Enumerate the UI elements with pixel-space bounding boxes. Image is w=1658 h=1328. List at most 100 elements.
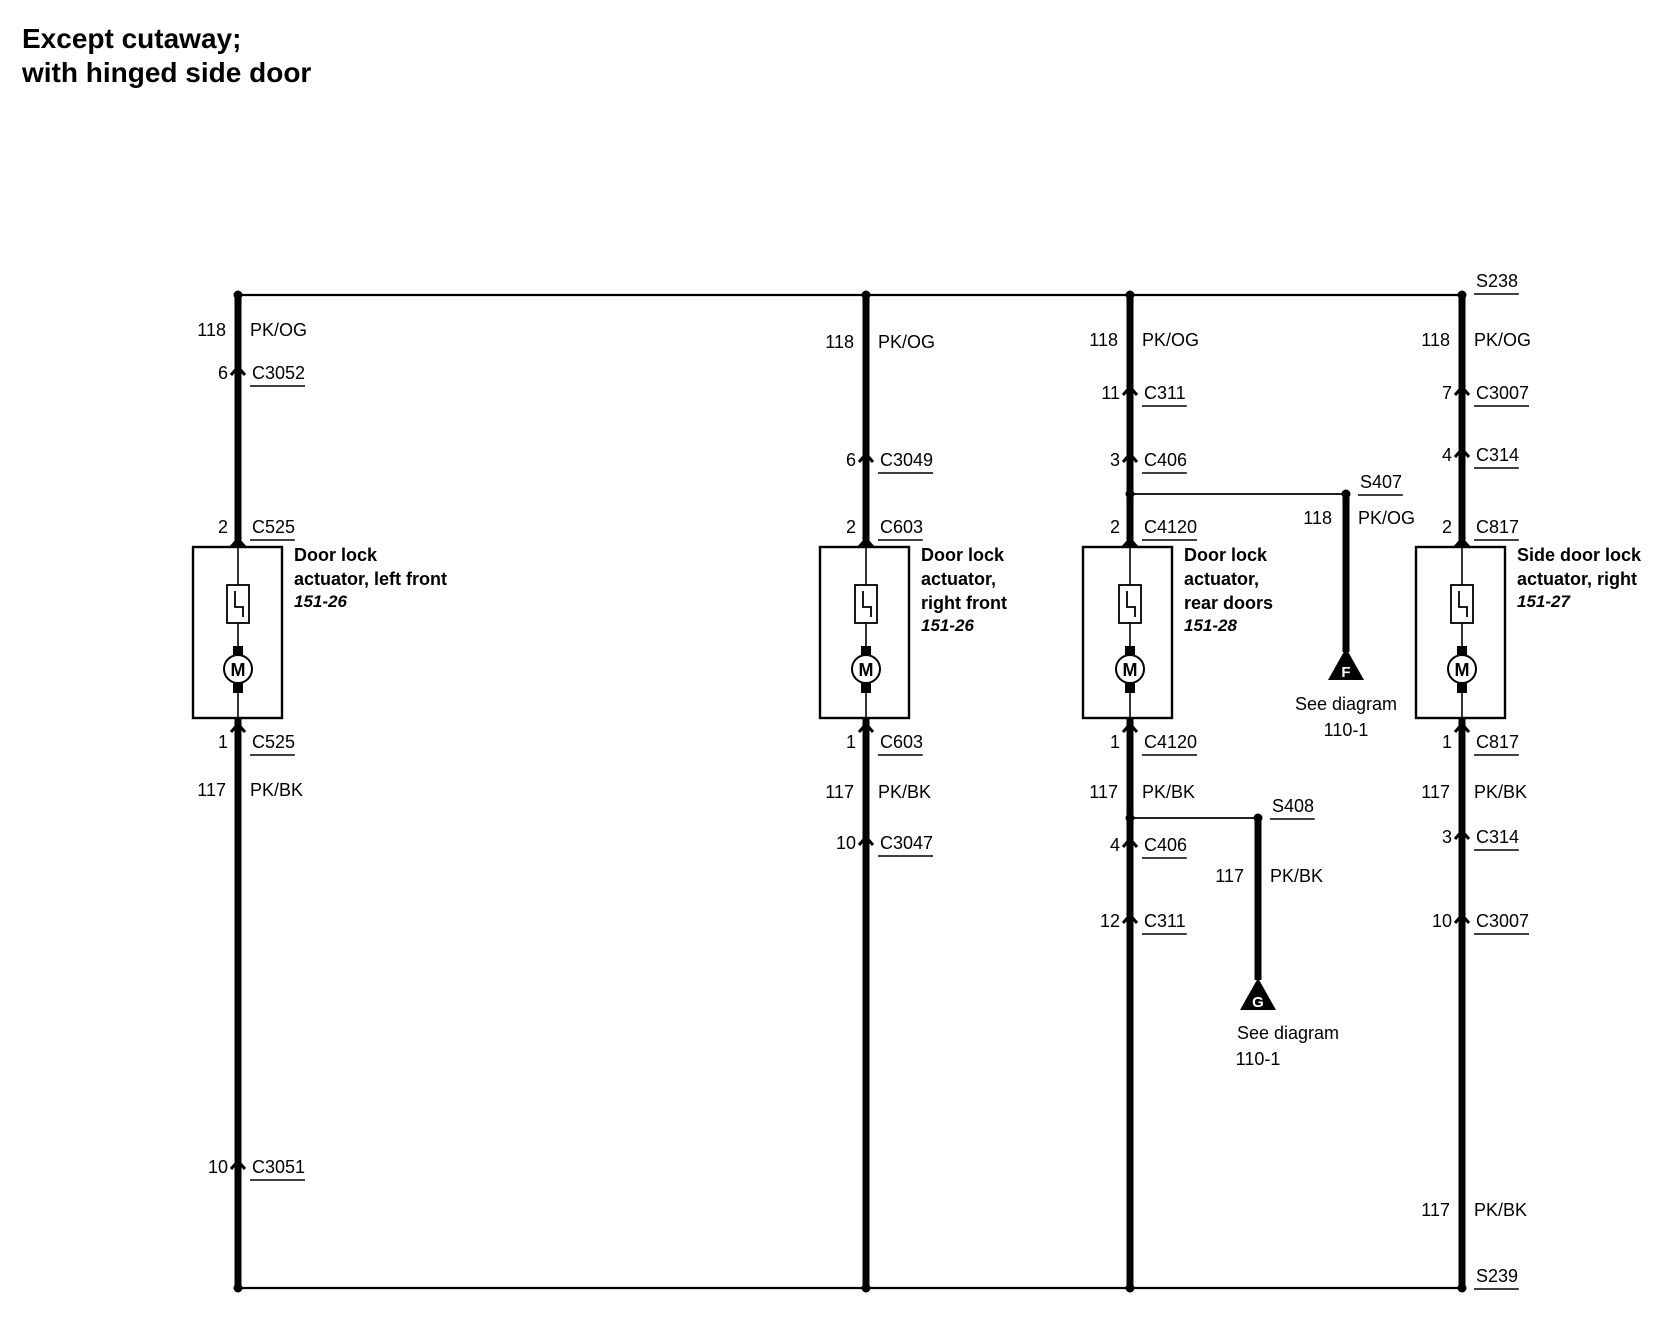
- branch-3-top-connector-mark: [1121, 384, 1139, 396]
- ref-g-diagram: 110-1: [1236, 1049, 1281, 1069]
- branch-4-top-1-pin: 7: [1442, 383, 1452, 403]
- branch-3-actuator-label-line: actuator,: [1184, 569, 1259, 589]
- branch-3-actuator-top-connector-mark: [1121, 536, 1139, 548]
- branch-3-bottom-connector-mark: [1121, 912, 1139, 924]
- s407-junction-dot: [1125, 489, 1135, 499]
- ref-f-triangle-icon: [1328, 648, 1364, 680]
- ref-g-triangle-icon: [1240, 978, 1276, 1010]
- branch-2-top-1-pin: 6: [846, 450, 856, 470]
- s407-circuit-118: 118: [1303, 508, 1332, 528]
- branch-1-motor-letter: M: [231, 660, 246, 680]
- bottom-splice-dot: [233, 1283, 243, 1293]
- branch-3-bottom-2-pin: 12: [1100, 911, 1120, 931]
- branch-3-top-connector-mark: [1121, 451, 1139, 463]
- branch-4-top-2-connector: C314: [1476, 445, 1519, 465]
- branch-2-circuit-117: 117: [825, 782, 854, 802]
- branch-4-actuator-label-line: actuator, right: [1517, 569, 1637, 589]
- branch-2-actuator-top-connector: C603: [880, 517, 923, 537]
- branch-4-top-2-pin: 4: [1442, 445, 1452, 465]
- branch-2-actuator-label-line: actuator,: [921, 569, 996, 589]
- branch-3-motor-brush-top: [1125, 646, 1135, 656]
- branch-1-actuator-ref: 151-26: [294, 592, 347, 611]
- branch-2-switch-symbol: [854, 584, 878, 624]
- branch-1-color-pkog: PK/OG: [250, 320, 307, 340]
- bottom-splice-dot: [1457, 1283, 1467, 1293]
- branch-2-actuator-top-connector-mark: [857, 536, 875, 548]
- branch-3-actuator-top-connector: C4120: [1144, 517, 1197, 537]
- branch-4-top-connector-mark: [1453, 446, 1471, 458]
- branch-4-circuit-117: 117: [1421, 782, 1450, 802]
- branch-1-switch-contact: [234, 591, 244, 617]
- branch-1-actuator-label-line: actuator, left front: [294, 569, 447, 589]
- branch-3-actuator-label-line: Door lock: [1184, 545, 1268, 565]
- branch-2-actuator-ref: 151-26: [921, 616, 974, 635]
- branch-1-actuator-top-connector: C525: [252, 517, 295, 537]
- branch-4-color-pkbk: PK/BK: [1474, 782, 1527, 802]
- branch-3-motor-letter: M: [1123, 660, 1138, 680]
- splice-s238: S238: [1476, 271, 1518, 291]
- branch-1-color-pkbk: PK/BK: [250, 780, 303, 800]
- branch-2-color-pkog: PK/OG: [878, 332, 935, 352]
- branch-2-motor-letter: M: [859, 660, 874, 680]
- branch-2-top-1-connector: C3049: [880, 450, 933, 470]
- branch-1-circuit-117: 117: [197, 780, 226, 800]
- title-line-2: with hinged side door: [22, 57, 312, 88]
- diagram-title: Except cutaway; with hinged side door: [22, 22, 311, 90]
- branch-3-actuator-bottom-connector-mark: [1121, 721, 1139, 733]
- branch-4-motor-letter: M: [1455, 660, 1470, 680]
- branch-4-color-pkog: PK/OG: [1474, 330, 1531, 350]
- branch-1-bottom-connector-mark: [229, 1158, 247, 1170]
- branch-3-bottom-2-connector: C311: [1144, 911, 1186, 931]
- branch-3-motor-brush-bottom: [1125, 683, 1135, 693]
- branch-3-switch-contact: [1126, 591, 1136, 617]
- branch-1-actuator-bottom-pin: 1: [218, 732, 228, 752]
- branch-3-actuator-bottom-pin: 1: [1110, 732, 1120, 752]
- branch-4-motor-brush-top: [1457, 646, 1467, 656]
- branch-2-bottom-1-connector: C3047: [880, 833, 933, 853]
- branch-4-switch-contact: [1458, 591, 1468, 617]
- branch-4-bottom-2-connector: C3007: [1476, 911, 1529, 931]
- branch-2-color-pkbk: PK/BK: [878, 782, 931, 802]
- branch-3-actuator-ref: 151-28: [1184, 616, 1237, 635]
- s408-circuit-117: 117: [1215, 866, 1244, 886]
- ref-f-letter: F: [1341, 664, 1350, 681]
- title-line-1: Except cutaway;: [22, 23, 242, 54]
- branch-4-color-pkbk-lower: PK/BK: [1474, 1200, 1527, 1220]
- branch-1-bottom-1-connector: C3051: [252, 1157, 305, 1177]
- branch-2-actuator-bottom-connector-mark: [857, 721, 875, 733]
- branch-1-motor-icon: [223, 654, 253, 684]
- branch-1-switch-symbol: [226, 584, 250, 624]
- branch-1-actuator-label-line: Door lock: [294, 545, 378, 565]
- branch-3-actuator-label-line: rear doors: [1184, 593, 1273, 613]
- branch-2-motor-icon: [851, 654, 881, 684]
- branch-3-actuator-bottom-connector: C4120: [1144, 732, 1197, 752]
- branch-3-actuator-top-pin: 2: [1110, 517, 1120, 537]
- branch-4-top-1-connector: C3007: [1476, 383, 1529, 403]
- bottom-splice-dot: [1125, 1283, 1135, 1293]
- branch-3-switch-symbol: [1118, 584, 1142, 624]
- branch-3-top-2-connector: C406: [1144, 450, 1187, 470]
- branch-3-circuit-118: 118: [1089, 330, 1118, 350]
- splice-s239: S239: [1476, 1266, 1518, 1286]
- branch-3-color-pkog: PK/OG: [1142, 330, 1199, 350]
- top-splice-dot: [861, 290, 871, 300]
- s408-junction-dot: [1125, 813, 1135, 823]
- top-splice-dot: [1457, 290, 1467, 300]
- ref-f-diagram: 110-1: [1324, 720, 1369, 740]
- branch-4-motor-brush-bottom: [1457, 683, 1467, 693]
- s408-splice-dot: [1253, 813, 1263, 823]
- branch-2-switch-contact: [862, 591, 872, 617]
- branch-1-motor-brush-bottom: [233, 683, 243, 693]
- branch-2-motor-brush-bottom: [861, 683, 871, 693]
- s408-color-pkbk: PK/BK: [1270, 866, 1323, 886]
- branch-3-bottom-1-pin: 4: [1110, 835, 1120, 855]
- branch-2-bottom-1-pin: 10: [836, 833, 856, 853]
- branch-3-top-1-pin: 11: [1101, 383, 1120, 403]
- top-splice-dot: [233, 290, 243, 300]
- branch-3-motor-icon: [1115, 654, 1145, 684]
- branch-4-circuit-118: 118: [1421, 330, 1450, 350]
- branch-1-motor-brush-top: [233, 646, 243, 656]
- bottom-splice-dot: [861, 1283, 871, 1293]
- branch-3-top-2-pin: 3: [1110, 450, 1120, 470]
